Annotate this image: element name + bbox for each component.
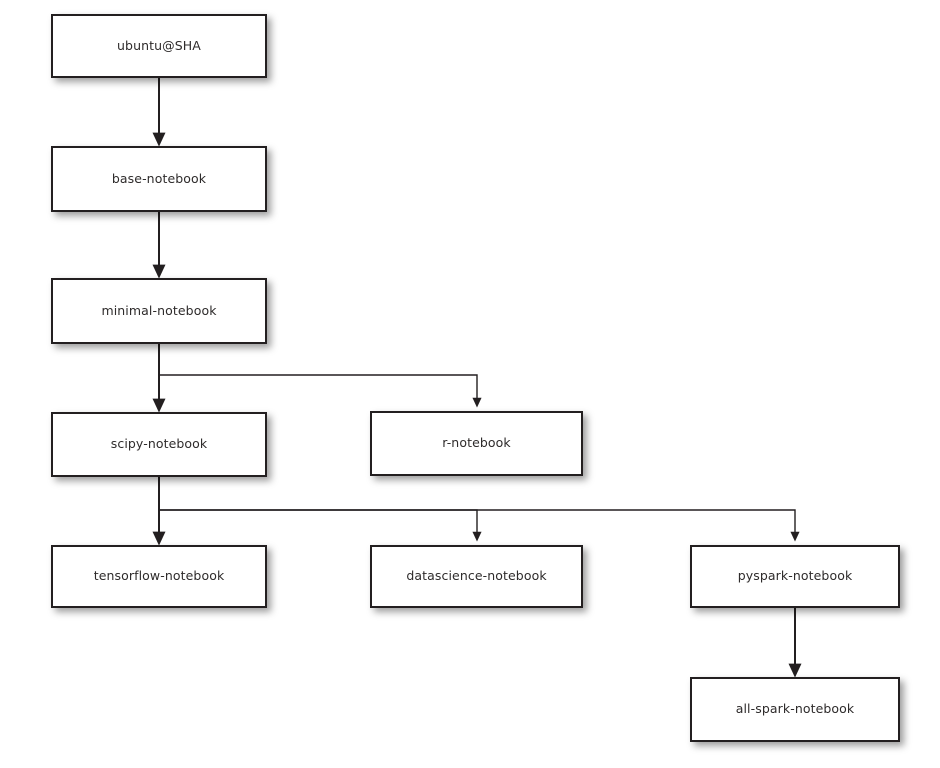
- node-label-minimal-notebook: minimal-notebook: [101, 302, 217, 318]
- node-label-r-notebook: r-notebook: [442, 435, 511, 451]
- node-all-spark-notebook[interactable]: all-spark-notebook: [690, 677, 900, 742]
- node-ubuntu[interactable]: ubuntu@SHA: [51, 14, 267, 78]
- node-r-notebook[interactable]: r-notebook: [370, 411, 583, 476]
- edge-minimal-to-r: [159, 374, 482, 408]
- node-label-base-notebook: base-notebook: [111, 170, 207, 186]
- edge-scipy-to-datascience: [159, 509, 482, 542]
- node-label-pyspark-notebook: pyspark-notebook: [737, 568, 853, 584]
- node-pyspark-notebook[interactable]: pyspark-notebook: [690, 545, 900, 608]
- node-label-tensorflow-notebook: tensorflow-notebook: [93, 568, 225, 584]
- node-label-datascience-notebook: datascience-notebook: [406, 568, 547, 584]
- node-tensorflow-notebook[interactable]: tensorflow-notebook: [51, 545, 267, 608]
- node-label-ubuntu: ubuntu@SHA: [117, 37, 201, 53]
- node-scipy-notebook[interactable]: scipy-notebook: [51, 412, 267, 477]
- node-label-scipy-notebook: scipy-notebook: [110, 436, 208, 452]
- edge-scipy-to-pyspark: [159, 509, 800, 542]
- node-base-notebook[interactable]: base-notebook: [51, 146, 267, 212]
- node-datascience-notebook[interactable]: datascience-notebook: [370, 545, 583, 608]
- node-minimal-notebook[interactable]: minimal-notebook: [51, 278, 267, 344]
- node-label-all-spark-notebook: all-spark-notebook: [735, 701, 855, 717]
